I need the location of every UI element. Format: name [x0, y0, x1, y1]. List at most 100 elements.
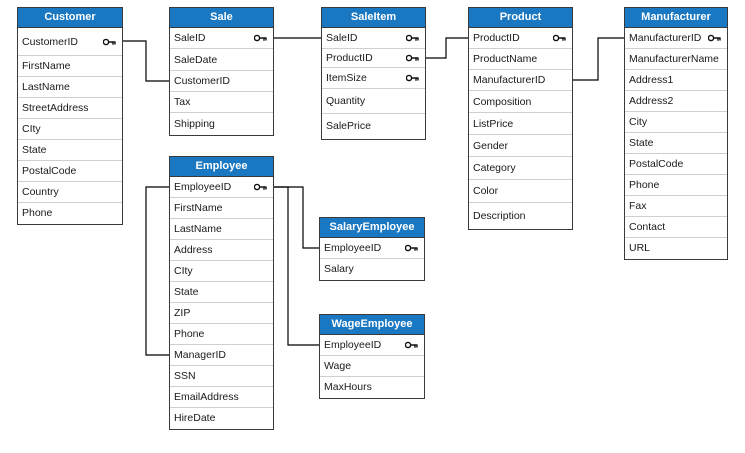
sale-field-customerid: CustomerID: [170, 71, 273, 92]
key-icon: [254, 183, 267, 191]
field-label: Fax: [629, 200, 647, 212]
key-icon: [406, 54, 419, 62]
field-label: Shipping: [174, 118, 215, 130]
field-label: Gender: [473, 140, 509, 152]
manufacturer-field-city: City: [625, 112, 727, 133]
employee-field-managerid: ManagerID: [170, 345, 273, 366]
field-label: LastName: [174, 223, 222, 235]
field-label: Color: [473, 185, 499, 197]
product-field-description: Description: [469, 203, 572, 229]
customer-field-phone: Phone: [18, 203, 122, 224]
employee-title: Employee: [170, 157, 273, 177]
employee-field-address: Address: [170, 240, 273, 261]
manufacturer-field-address1: Address1: [625, 70, 727, 91]
employee-field-firstname: FirstName: [170, 198, 273, 219]
customer-field-city: CIty: [18, 119, 122, 140]
employee-wage-link: [274, 186, 319, 346]
employee-field-state: State: [170, 282, 273, 303]
customer-title: Customer: [18, 8, 122, 28]
field-label: Contact: [629, 221, 666, 233]
product-field-manufacturerid: ManufacturerID: [469, 70, 572, 91]
customer-field-postalcode: PostalCode: [18, 161, 122, 182]
sale-field-saledate: SaleDate: [170, 49, 273, 71]
employee-manager-link: [145, 186, 169, 356]
field-label: ItemSize: [326, 72, 367, 84]
manufacturer-field-url: URL: [625, 238, 727, 259]
customer-field-country: Country: [18, 182, 122, 203]
employee-field-phone: Phone: [170, 324, 273, 345]
product-field-category: Category: [469, 157, 572, 180]
field-label: FirstName: [174, 202, 223, 214]
field-label: MaxHours: [324, 381, 372, 393]
field-label: Country: [22, 186, 59, 198]
field-label: ListPrice: [473, 118, 514, 130]
wageemployee-title: WageEmployee: [320, 315, 424, 335]
key-icon: [103, 38, 116, 45]
customer-field-streetaddress: StreetAddress: [18, 98, 122, 119]
sale-title: Sale: [170, 8, 273, 28]
key-icon: [405, 244, 418, 252]
field-label: Salary: [324, 263, 354, 275]
field-label: Wage: [324, 360, 352, 372]
field-label: State: [22, 144, 47, 156]
field-label: ManufacturerID: [473, 74, 546, 86]
field-label: SaleID: [174, 32, 206, 44]
key-icon: [254, 34, 267, 42]
field-label: Address2: [629, 95, 674, 107]
product-field-productid: ProductID: [469, 28, 572, 49]
key-icon: [405, 341, 418, 349]
salaryemployee-field-employeeid: EmployeeID: [320, 238, 424, 259]
field-label: ManagerID: [174, 349, 226, 361]
manufacturer-field-manufacturerid: ManufacturerID: [625, 28, 727, 49]
field-label: ProductName: [473, 53, 538, 65]
product-field-gender: Gender: [469, 135, 572, 157]
field-label: Description: [473, 210, 526, 222]
manufacturer-field-postalcode: PostalCode: [625, 154, 727, 175]
field-label: FirstName: [22, 60, 71, 72]
field-label: Phone: [22, 207, 53, 219]
manufacturer-field-manufacturername: ManufacturerName: [625, 49, 727, 70]
manufacturer-title: Manufacturer: [625, 8, 727, 28]
field-label: HireDate: [174, 412, 216, 424]
saleitem-product-link: [426, 37, 468, 59]
product-field-composition: Composition: [469, 91, 572, 113]
field-label: SalePrice: [326, 120, 371, 132]
salaryemployee-title: SalaryEmployee: [320, 218, 424, 238]
sale-field-tax: Tax: [170, 92, 273, 113]
field-label: Category: [473, 162, 516, 174]
customer-sale-link: [123, 40, 169, 82]
customer-field-lastname: LastName: [18, 77, 122, 98]
saleitem-field-itemsize: ItemSize: [322, 68, 425, 89]
saleitem-field-quantity: Quantity: [322, 89, 425, 114]
wageemployee-field-employeeid: EmployeeID: [320, 335, 424, 356]
field-label: PostalCode: [22, 165, 77, 177]
wageemployee-field-wage: Wage: [320, 356, 424, 377]
field-label: ProductID: [326, 52, 373, 64]
field-label: EmployeeID: [174, 181, 232, 193]
field-label: SaleID: [326, 32, 358, 44]
product-field-listprice: ListPrice: [469, 113, 572, 135]
field-label: Quantity: [326, 95, 366, 107]
field-label: SSN: [174, 370, 196, 382]
employee-field-emailaddress: EmailAddress: [170, 387, 273, 408]
field-label: PostalCode: [629, 158, 684, 170]
field-label: ProductID: [473, 32, 520, 44]
field-label: State: [174, 286, 199, 298]
field-label: ManufacturerID: [629, 32, 702, 44]
field-label: Composition: [473, 96, 532, 108]
field-label: EmployeeID: [324, 242, 382, 254]
saleitem-field-saleid: SaleID: [322, 28, 425, 49]
field-label: CIty: [174, 265, 193, 277]
field-label: Phone: [174, 328, 205, 340]
product-title: Product: [469, 8, 572, 28]
manufacturer-field-fax: Fax: [625, 196, 727, 217]
field-label: ManufacturerName: [629, 53, 719, 65]
field-label: CustomerID: [174, 75, 231, 87]
field-label: EmployeeID: [324, 339, 382, 351]
field-label: Address: [174, 244, 213, 256]
customer-field-customerid: CustomerID: [18, 28, 122, 56]
